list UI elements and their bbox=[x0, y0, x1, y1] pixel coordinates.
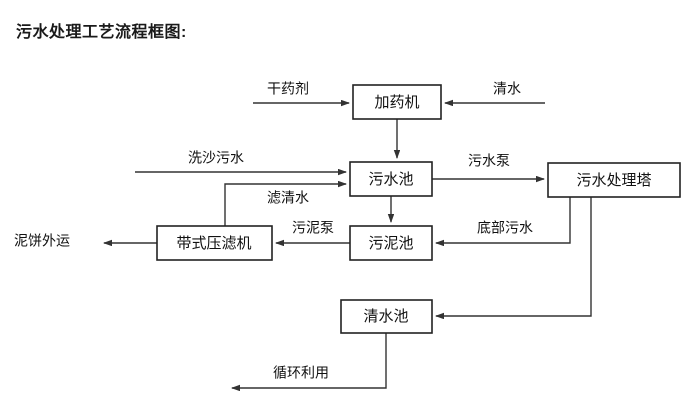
node-belt-filter-press[interactable]: 带式压滤机 bbox=[156, 225, 273, 261]
edge-label-sewage-pump: 污水泵 bbox=[468, 153, 510, 169]
edge-label-filtrate: 滤清水 bbox=[267, 190, 309, 206]
node-sewage-treatment-tower[interactable]: 污水处理塔 bbox=[547, 162, 681, 198]
edge-label-sludge-pump: 污泥泵 bbox=[292, 220, 334, 236]
page-title: 污水处理工艺流程框图: bbox=[16, 24, 187, 41]
edge-label-recycle: 循环利用 bbox=[273, 365, 329, 381]
edge-label-dry-agent: 干药剂 bbox=[267, 81, 309, 97]
node-label-sludge-pool: 污泥池 bbox=[368, 235, 413, 252]
edge-tower-to-clean bbox=[435, 197, 592, 320]
node-label-clean-water-pool: 清水池 bbox=[363, 308, 408, 325]
node-dosing-machine[interactable]: 加药机 bbox=[352, 84, 442, 120]
node-label-dosing-machine: 加药机 bbox=[374, 94, 419, 111]
node-label-sewage-pool: 污水池 bbox=[368, 171, 413, 188]
edge-bottom-sewage-to-sludge bbox=[435, 197, 571, 247]
node-sludge-pool[interactable]: 污泥池 bbox=[349, 225, 433, 261]
node-sewage-pool[interactable]: 污水池 bbox=[349, 161, 433, 197]
edge-filtrate-to-sewage bbox=[224, 180, 347, 226]
node-clean-water-pool[interactable]: 清水池 bbox=[340, 299, 433, 334]
edge-label-clean-water-in: 清水 bbox=[493, 81, 521, 97]
edge-label-mud-cake-out: 泥饼外运 bbox=[14, 233, 70, 249]
node-label-belt-filter-press: 带式压滤机 bbox=[176, 235, 251, 252]
node-label-sewage-treatment-tower: 污水处理塔 bbox=[576, 172, 651, 189]
edge-clean-to-recycle bbox=[231, 333, 387, 392]
edge-label-bottom-sewage: 底部污水 bbox=[477, 220, 533, 236]
edge-label-wash-sand-sewage: 洗沙污水 bbox=[188, 150, 244, 166]
